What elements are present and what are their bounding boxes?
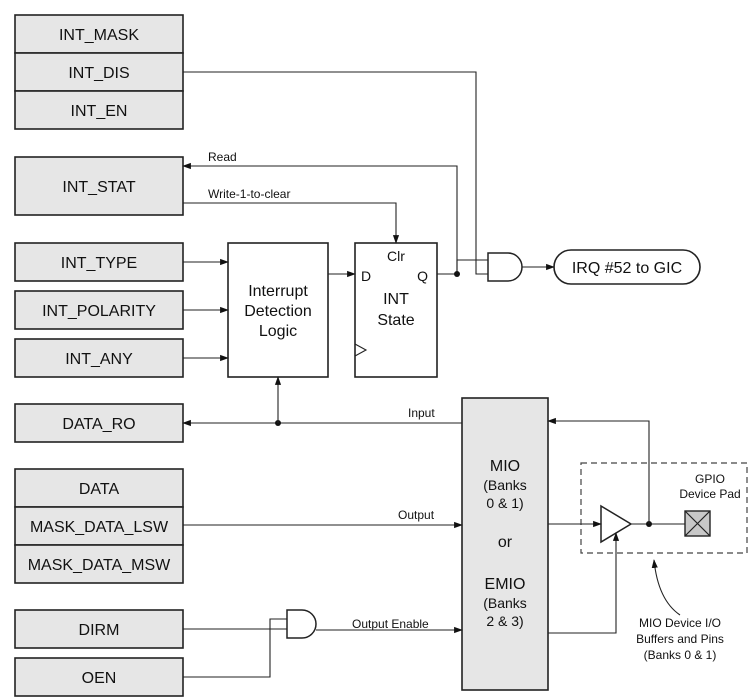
mask-data-lsw-register: MASK_DATA_LSW [14,506,184,546]
data-ro-register: DATA_RO [14,403,184,443]
interrupt-detection-logic-block: Interrupt Detection Logic [227,242,329,378]
ff-d-label: D [361,268,371,284]
idl-line-2: Detection [244,303,312,320]
dirm-register: DIRM [14,609,184,649]
oen-label: OEN [82,670,117,687]
ff-q-label: Q [417,268,428,284]
int-stat-label: INT_STAT [62,179,135,196]
oen-wire [183,618,287,678]
pad-feedback-wire [547,417,650,524]
mask-data-msw-register: MASK_DATA_MSW [14,544,184,584]
mio-device-line-3: (Banks 0 & 1) [644,648,717,662]
int-mask-register: INT_MASK [14,14,184,54]
mio-title: MIO [490,458,520,475]
int-type-register: INT_TYPE [14,242,184,282]
irq-label: IRQ #52 to GIC [572,260,682,277]
int-dis-register: INT_DIS [14,52,184,92]
int-state-flipflop: Clr D Q INT State [354,242,438,378]
gpio-pad-line-2: Device Pad [679,487,740,501]
read-label: Read [208,150,237,164]
output-enable-and-gate [286,609,317,639]
int-mask-label: INT_MASK [59,27,139,44]
idl-line-1: Interrupt [248,283,308,300]
q-output-wire [437,259,488,275]
mio-device-pointer [651,559,681,616]
data-register: DATA [14,468,184,508]
data-ro-label: DATA_RO [62,416,135,433]
gpio-pad-icon [684,510,711,537]
mio-device-line-2: Buffers and Pins [636,632,724,646]
input-label: Input [408,406,435,420]
mask-data-lsw-label: MASK_DATA_LSW [30,519,169,536]
write1clear-label: Write-1-to-clear [208,187,290,201]
gpio-pad-line-1: GPIO [695,472,725,486]
int-type-label: INT_TYPE [61,255,137,272]
int-dis-wire [183,71,488,275]
idl-line-3: Logic [259,323,297,340]
q-junction-dot [454,271,460,277]
output-enable-label: Output Enable [352,617,429,631]
mio-emio-block: MIO (Banks 0 & 1) or EMIO (Banks 2 & 3) [461,397,549,691]
output-label: Output [398,508,435,522]
clock-input-icon [354,343,368,357]
emio-banks-2: 2 & 3) [486,613,523,629]
int-en-label: INT_EN [71,103,128,120]
irq-and-gate [487,252,523,282]
mio-device-line-1: MIO Device I/O [639,616,721,630]
int-en-register: INT_EN [14,90,184,130]
emio-banks-1: (Banks [483,595,527,611]
int-dis-label: INT_DIS [68,65,129,82]
device-io-boundary [580,462,748,554]
data-label: DATA [79,481,120,498]
int-stat-register: INT_STAT [14,156,184,216]
int-state-line-2: State [377,312,414,329]
dirm-label: DIRM [79,622,120,639]
write1clear-wire [183,202,400,244]
read-wire [182,162,458,274]
mio-banks-1: (Banks [483,477,527,493]
int-polarity-label: INT_POLARITY [42,303,156,320]
oen-register: OEN [14,657,184,697]
int-polarity-register: INT_POLARITY [14,290,184,330]
ff-clr-label: Clr [387,248,405,264]
mio-or: or [498,534,513,551]
mask-data-msw-label: MASK_DATA_MSW [28,557,171,574]
irq-to-gic-terminal: IRQ #52 to GIC [553,249,701,285]
int-state-line-1: INT [383,291,409,308]
emio-title: EMIO [485,576,526,593]
mio-banks-2: 0 & 1) [486,495,523,511]
buffer-enable-wire [548,532,620,634]
int-any-label: INT_ANY [65,351,133,368]
int-any-register: INT_ANY [14,338,184,378]
